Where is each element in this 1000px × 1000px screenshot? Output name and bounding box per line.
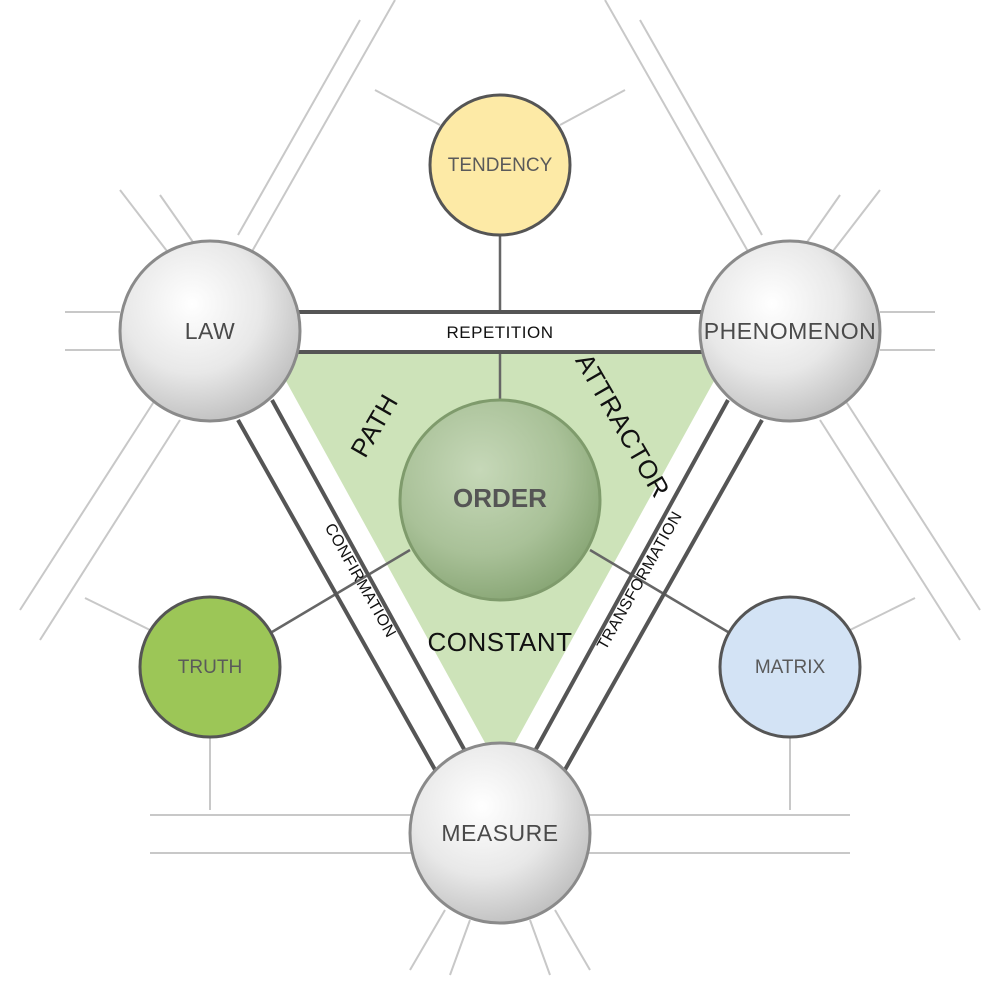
phenomenon-node [698, 239, 882, 423]
law-label: LAW [185, 318, 236, 344]
order-node [398, 398, 602, 602]
matrix-node [718, 595, 862, 739]
tendency-label: TENDENCY [448, 155, 553, 176]
constant-label: CONSTANT [427, 627, 572, 657]
measure-label: MEASURE [441, 820, 558, 846]
law-node [118, 239, 302, 423]
order-label: ORDER [453, 483, 547, 513]
truth-node [138, 595, 282, 739]
truth-label: TRUTH [178, 657, 242, 678]
repetition-label: REPETITION [446, 323, 553, 342]
tendency-node [428, 93, 572, 237]
phenomenon-label: PHENOMENON [704, 318, 876, 344]
matrix-label: MATRIX [755, 657, 826, 678]
triangle-bands [236, 310, 764, 776]
background-lines [19, 0, 981, 976]
measure-node [408, 741, 592, 925]
connector-lines [271, 235, 729, 634]
